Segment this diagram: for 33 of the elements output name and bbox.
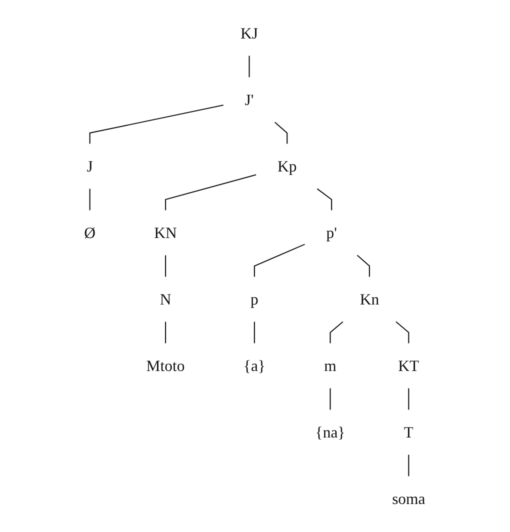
connector [408,454,410,476]
connector [165,255,166,277]
node-text: Kn [360,290,380,308]
connector [249,56,250,78]
connector [90,188,91,210]
node-text: p [250,290,259,308]
node-text: KJ [240,24,258,42]
connector [165,322,166,344]
node-text: {a} [244,356,266,375]
node-text: KT [398,356,420,375]
node-text: {na} [316,423,346,442]
node-text: soma [392,490,426,508]
node-text: J' [245,90,254,109]
connector [254,244,306,277]
node-text: m [324,356,337,375]
node-text: J [87,157,94,176]
node-text: N [160,290,172,308]
connector [254,322,256,344]
node-text: p' [326,224,338,242]
connector [317,188,332,210]
node-text: Kp [278,157,297,176]
connector [330,321,344,344]
node-text: T [404,423,414,442]
connector [274,122,288,144]
node-text: Mtoto [146,356,186,375]
connector [330,388,332,410]
connector [408,388,410,410]
node-text: KN [154,224,178,242]
connector [90,104,224,144]
connector [396,321,410,344]
connector [165,174,256,210]
connector [357,254,370,277]
node-text: Ø [84,224,96,242]
